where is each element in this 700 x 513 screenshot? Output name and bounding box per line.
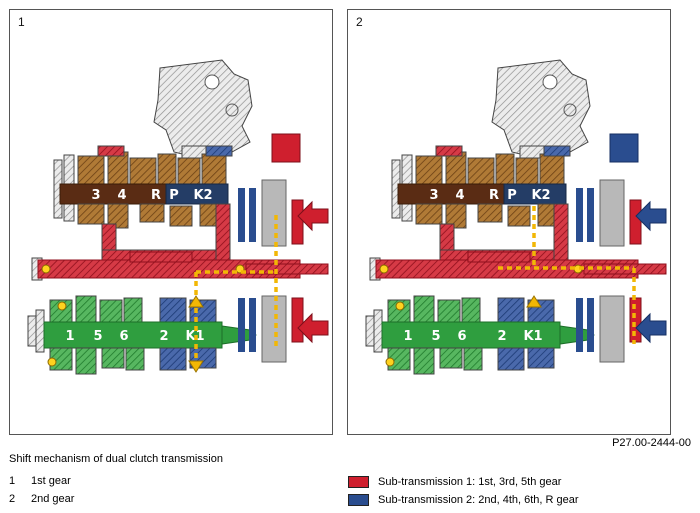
figure-caption: Shift mechanism of dual clutch transmiss… <box>9 453 223 465</box>
transmission-diagram-2: 3 4 R P K2 1 5 6 2 <box>348 10 670 434</box>
bearing-icon <box>41 264 51 274</box>
bearing-icon <box>379 264 389 274</box>
bearing-icon <box>395 301 405 311</box>
gear-label-3: 3 <box>91 188 100 203</box>
gear-label-1: 1 <box>65 329 74 344</box>
gear-label-3: 3 <box>429 188 438 203</box>
key-item-2: 2 2nd gear <box>9 490 348 508</box>
upper-shaft-assembly: 3 4 R P K2 <box>391 145 571 229</box>
gear-label-P: P <box>169 188 179 203</box>
gear-label-1: 1 <box>403 329 412 344</box>
gear-label-K2: K2 <box>193 188 212 203</box>
gear-label-6: 6 <box>119 329 128 344</box>
gear-label-5: 5 <box>93 329 102 344</box>
legend-sub-transmission-1: Sub-transmission 1: 1st, 3rd, 5th gear <box>348 473 579 491</box>
double-clutch-pack <box>238 179 304 363</box>
main-shaft <box>31 251 329 281</box>
figure-footer: P27.00-2444-00 Shift mechanism of dual c… <box>9 437 691 509</box>
bearing-icon <box>47 357 57 367</box>
legend-swatch-red <box>348 476 369 488</box>
gear-label-2: 2 <box>159 329 168 344</box>
clutch-housing-icon <box>153 59 253 159</box>
lower-shaft-assembly: 1 5 6 2 K1 <box>27 295 257 375</box>
transmission-cutaway: 3 4 R P K2 1 5 6 2 <box>27 59 329 375</box>
transmission-cutaway: 3 4 R P K2 1 5 6 2 <box>365 59 667 375</box>
clutch-plate-blue <box>249 298 256 352</box>
panel-number: 1 <box>18 15 25 29</box>
bearing-icon <box>385 357 395 367</box>
gear-label-4: 4 <box>117 188 126 203</box>
gear-label-P: P <box>507 188 517 203</box>
clutch-plate-blue <box>587 188 594 242</box>
legend-label: Sub-transmission 2: 2nd, 4th, 6th, R gea… <box>378 494 579 506</box>
clutch-piston-red <box>291 199 304 245</box>
clutch-drum-grey <box>261 179 287 247</box>
key-number: 1 <box>9 475 16 487</box>
lower-shaft-assembly: 1 5 6 2 K1 <box>365 295 595 375</box>
legend-sub-transmission-2: Sub-transmission 2: 2nd, 4th, 6th, R gea… <box>348 491 579 509</box>
upper-shaft-assembly: 3 4 R P K2 <box>53 145 233 229</box>
legend-swatch-blue <box>348 494 369 506</box>
active-subtransmission-indicator <box>609 133 639 163</box>
power-flow-path-1st-gear <box>188 215 278 373</box>
gear-label-5: 5 <box>431 329 440 344</box>
gear-label-K1: K1 <box>523 329 542 344</box>
clutch-plate-blue <box>238 188 245 242</box>
panel-number: 2 <box>356 15 363 29</box>
clutch-plate-blue <box>249 188 256 242</box>
clutch-plate-blue <box>576 298 583 352</box>
panel-1st-gear: 1 <box>9 9 333 435</box>
clutch-piston-red <box>291 297 304 343</box>
clutch-piston-red <box>629 199 642 245</box>
clutch-plate-blue <box>576 188 583 242</box>
clutch-drum-grey <box>599 295 625 363</box>
gear-label-4: 4 <box>455 188 464 203</box>
actuation-arrows <box>635 200 667 344</box>
key-item-1: 1 1st gear <box>9 472 348 490</box>
active-subtransmission-indicator <box>271 133 301 163</box>
figure-panels: 1 <box>9 9 671 435</box>
gear-label-R: R <box>489 188 499 203</box>
key-number: 2 <box>9 493 16 505</box>
clutch-plate-blue <box>238 298 245 352</box>
transmission-diagram-1: 3 4 R P K2 1 5 6 2 <box>10 10 332 434</box>
key-label: 1st gear <box>31 475 71 487</box>
gear-label-6: 6 <box>457 329 466 344</box>
clutch-housing-icon <box>491 59 591 159</box>
clutch-drum-grey <box>599 179 625 247</box>
main-shaft <box>369 251 667 281</box>
actuation-arrows <box>297 200 329 344</box>
document-number: P27.00-2444-00 <box>612 437 691 449</box>
bearing-icon <box>57 301 67 311</box>
gear-label-2: 2 <box>497 329 506 344</box>
clutch-drum-grey <box>261 295 287 363</box>
gear-label-K2: K2 <box>531 188 550 203</box>
clutch-plate-blue <box>587 298 594 352</box>
power-flow-path-2nd-gear <box>498 206 636 344</box>
key-label: 2nd gear <box>31 493 75 505</box>
panel-2nd-gear: 2 <box>347 9 671 435</box>
legend-label: Sub-transmission 1: 1st, 3rd, 5th gear <box>378 476 562 488</box>
gear-label-R: R <box>151 188 161 203</box>
